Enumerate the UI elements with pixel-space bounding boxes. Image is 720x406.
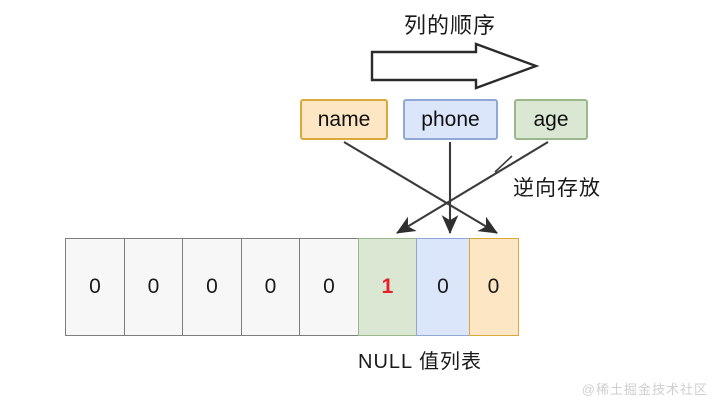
null-bitmap-cell-value: 0 <box>264 275 277 298</box>
watermark: @稀土掘金技术社区 <box>581 382 708 397</box>
page-title: 列的顺序 <box>403 13 496 38</box>
null-bitmap-cell-phone[interactable]: 0 <box>416 238 470 336</box>
null-bitmap-cell-value: 0 <box>487 275 500 298</box>
column-box-phone-label: phone <box>421 107 480 131</box>
column-box-phone[interactable]: phone <box>403 99 498 140</box>
column-box-name[interactable]: name <box>300 99 388 140</box>
side-note-leader <box>494 155 513 173</box>
column-box-age-label: age <box>533 107 569 131</box>
reverse-storage-note: 逆向存放 <box>513 177 601 200</box>
column-order-arrow <box>370 42 540 90</box>
null-bitmap-cell[interactable]: 0 <box>240 238 301 336</box>
null-bitmap-cell-age[interactable]: 1 <box>357 238 418 336</box>
column-box-age[interactable]: age <box>514 99 588 140</box>
null-bitmap-cell[interactable]: 0 <box>182 238 242 336</box>
null-bitmap-cell-value: 0 <box>147 275 160 298</box>
null-bitmap-cell-name[interactable]: 0 <box>468 238 519 336</box>
column-box-name-label: name <box>317 107 371 131</box>
null-bitmap-cell[interactable]: 0 <box>65 238 125 336</box>
null-bitmap-cell[interactable]: 0 <box>299 238 359 336</box>
null-bitmap-cell[interactable]: 0 <box>123 238 184 336</box>
null-bitmap-cell-value: 0 <box>89 275 101 298</box>
null-bitmap-cell-value: 1 <box>381 275 394 298</box>
mapping-arrow-name <box>343 141 498 234</box>
null-bitmap-cell-value: 0 <box>206 275 218 298</box>
null-bitmap-cell-value: 0 <box>323 275 335 298</box>
null-bitmap-cell-value: 0 <box>437 275 449 298</box>
null-bitmap-caption: NULL 值列表 <box>358 351 482 373</box>
null-bitmap-row: 0 0 0 0 0 1 0 0 <box>65 238 519 336</box>
